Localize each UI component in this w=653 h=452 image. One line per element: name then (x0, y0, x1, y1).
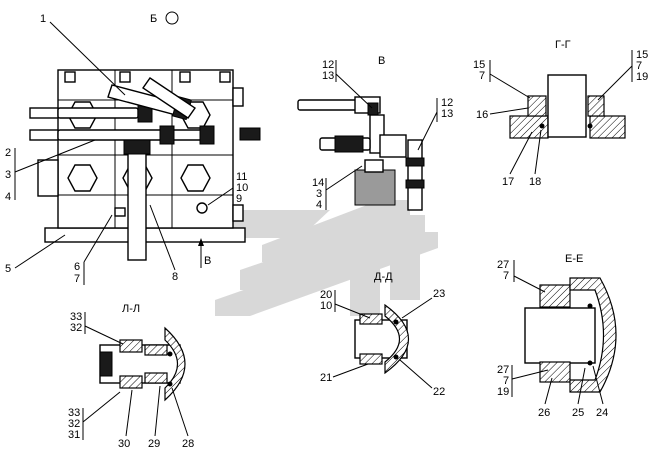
callout-3b: 3 (316, 188, 322, 200)
callout-19a: 19 (636, 71, 648, 83)
callout-27a: 27 (497, 259, 509, 271)
callout-31: 31 (68, 429, 80, 441)
callout-12b: 12 (441, 97, 453, 109)
callout-32a: 32 (70, 322, 82, 334)
section-ee-title: Е-Е (565, 253, 583, 265)
section-ll: Л-Л 33 32 33 32 31 30 29 28 (68, 303, 194, 450)
callout-30: 30 (118, 438, 130, 450)
callout-7c: 7 (503, 270, 509, 282)
callout-11: 11 (236, 171, 247, 183)
callout-7: 7 (74, 273, 80, 285)
hose-left (29, 107, 59, 119)
section-ll-title: Л-Л (122, 303, 140, 315)
callout-16: 16 (476, 109, 488, 121)
callout-5: 5 (5, 263, 11, 275)
callout-15b: 15 (636, 49, 648, 61)
view-v: В 12 13 12 13 14 3 4 (297, 55, 453, 211)
view-marker-circle (165, 11, 179, 25)
callout-18: 18 (529, 176, 541, 188)
hex-nut (180, 164, 211, 192)
callout-15a: 15 (473, 59, 485, 71)
callout-13b: 13 (441, 108, 453, 120)
vertical-tube (127, 144, 147, 261)
callout-14: 14 (312, 177, 324, 189)
callout-29: 29 (148, 438, 160, 450)
callout-17: 17 (502, 176, 514, 188)
callout-1: 1 (40, 13, 46, 25)
callout-4: 4 (5, 191, 11, 203)
callout-9: 9 (236, 193, 242, 205)
callout-33a: 33 (70, 311, 82, 323)
callout-33b: 33 (68, 407, 80, 419)
callout-7b: 7 (636, 60, 642, 72)
callout-8: 8 (172, 271, 178, 283)
callout-13a: 13 (322, 70, 334, 82)
callout-21: 21 (320, 372, 332, 384)
section-gg: Г-Г 15 7 15 7 19 16 17 18 (473, 39, 648, 188)
callout-27b: 27 (497, 364, 509, 376)
callout-19b: 19 (497, 386, 509, 398)
view-v-title: В (378, 55, 385, 67)
callout-4b: 4 (316, 199, 322, 211)
view-marker-b: Б (150, 13, 157, 25)
callout-10b: 10 (320, 300, 332, 312)
callout-7d: 7 (503, 375, 509, 387)
section-dd-title: Д-Д (374, 271, 393, 283)
main-view: Б В 1 2 3 4 5 6 7 8 11 10 9 (5, 11, 261, 285)
hex-nut (67, 164, 98, 192)
callout-25: 25 (572, 407, 584, 419)
section-ee: Е-Е 27 7 27 7 19 26 25 24 (497, 253, 617, 419)
callout-3: 3 (5, 169, 11, 181)
callout-10: 10 (236, 182, 248, 194)
section-dd: Д-Д 20 10 23 22 21 (320, 271, 445, 398)
callout-28: 28 (182, 438, 194, 450)
section-gg-title: Г-Г (555, 39, 571, 51)
callout-32b: 32 (68, 418, 80, 430)
callout-12a: 12 (322, 59, 334, 71)
callout-6: 6 (74, 261, 80, 273)
callout-22: 22 (433, 386, 445, 398)
callout-24: 24 (596, 407, 608, 419)
callout-2: 2 (5, 147, 11, 159)
callout-7a: 7 (479, 70, 485, 82)
watermark-logo (215, 200, 438, 316)
callout-20: 20 (320, 289, 332, 301)
callout-26: 26 (538, 407, 550, 419)
callout-23: 23 (433, 288, 445, 300)
view-arrow-v: В (204, 255, 211, 267)
